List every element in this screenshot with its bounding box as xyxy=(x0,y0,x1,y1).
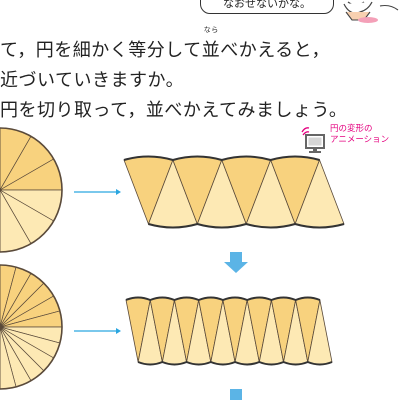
circle-24-pieces-arrow-head xyxy=(116,328,121,334)
text-line-1-tail: べかえると， xyxy=(220,40,330,61)
text-line-2: 近づいていきますか。 xyxy=(0,70,185,91)
text-line-3: 円を切り取って，並べかえてみましょう。 xyxy=(0,100,348,121)
speech-bubble-text: なおせないかな。 xyxy=(223,0,311,10)
text-line-1: て，円を細かく等分して並 ならべかえると， xyxy=(0,27,330,62)
down-arrow-1 xyxy=(224,252,248,273)
animation-link[interactable]: 円の変形の アニメーション xyxy=(300,124,400,158)
ruby-reading: なら xyxy=(203,26,219,34)
ruby-base: 並 xyxy=(201,40,221,61)
circle-12-pieces-outline xyxy=(0,127,63,253)
animation-label-line1: 円の変形の xyxy=(330,124,373,134)
circle-24-pieces-outline xyxy=(0,264,63,390)
circle-24-pieces-strip-bottom-edge xyxy=(137,360,333,366)
circle-12-pieces-strip-bottom-edge xyxy=(148,222,345,229)
monitor-icon xyxy=(301,127,325,153)
speech-bubble: なおせないかな。 xyxy=(200,0,334,14)
animation-label-line2: アニメーション xyxy=(330,135,390,145)
text-line-1-head: て，円を細かく等分して xyxy=(0,40,202,61)
circle-12-pieces-arrow-head xyxy=(116,189,121,195)
animation-label[interactable]: 円の変形の アニメーション xyxy=(330,124,389,146)
ruby-word: 並なら xyxy=(201,27,221,62)
circle-24-pieces-strip-top-edge xyxy=(125,296,321,302)
circle-12-pieces-strip-top-edge xyxy=(123,155,320,162)
down-arrow-2 xyxy=(230,389,242,400)
